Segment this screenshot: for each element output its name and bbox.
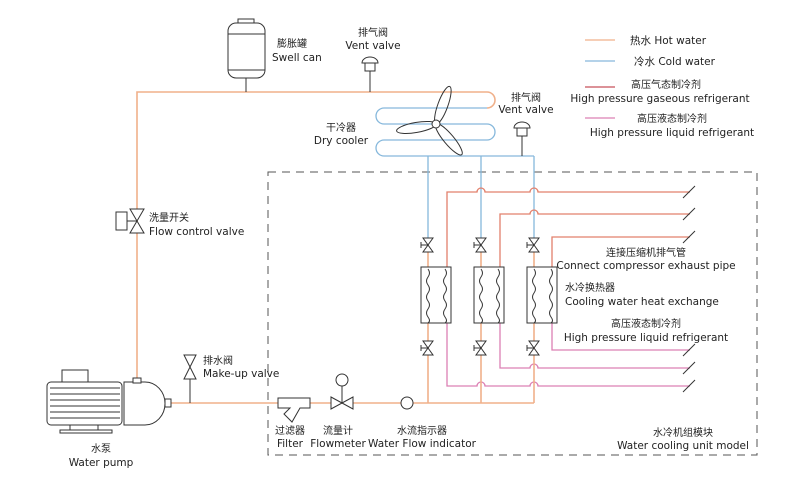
branch-valves[interactable] (420, 237, 540, 356)
unit-model-label-cn: 水冷机组模块 (653, 426, 713, 439)
legend-cold-water: 冷水 Cold water (634, 55, 716, 68)
legend-gaseous-cn: 高压气态制冷剂 (631, 78, 701, 91)
swell-can-icon (227, 18, 266, 92)
make-up-valve-icon[interactable] (183, 354, 197, 403)
flowmeter-label-en: Flowmeter (310, 438, 366, 450)
legend-liquid-en: High pressure liquid refrigerant (590, 127, 754, 139)
legend-liquid-cn: 高压液态制冷剂 (637, 112, 707, 125)
vent-valve-2-icon[interactable] (513, 121, 531, 156)
filter-label-en: Filter (277, 438, 304, 450)
flow-indicator-label-en: Water Flow indicator (368, 438, 477, 450)
filter-icon[interactable] (277, 397, 311, 423)
filter-label-cn: 过滤器 (275, 424, 305, 437)
water-pump-icon[interactable] (46, 369, 172, 434)
vent-valve-1-label-en: Vent valve (345, 40, 400, 52)
swell-can-label-en: Swell can (272, 52, 322, 64)
make-up-valve-label-en: Make-up valve (203, 368, 279, 380)
water-pump-label-cn: 水泵 (91, 443, 111, 455)
liquid-refrigerant-label-cn: 高压液态制冷剂 (611, 317, 681, 330)
heat-exchanger-3 (526, 266, 558, 324)
pipe-end-marks (682, 185, 696, 393)
flow-control-valve-label-cn: 洗量开关 (149, 211, 189, 224)
make-up-valve-label-cn: 排水阀 (203, 354, 233, 367)
flowmeter-icon[interactable] (330, 373, 354, 410)
swell-can-label-cn: 膨胀罐 (277, 37, 307, 50)
compressor-pipe-label-en: Connect compressor exhaust pipe (556, 260, 735, 272)
compressor-pipe-label-cn: 连接压缩机排气管 (606, 246, 686, 259)
legend-hot-water: 热水 Hot water (630, 34, 707, 47)
dry-cooler-coil (375, 107, 534, 157)
heat-exchange-label-en: Cooling water heat exchange (565, 296, 719, 308)
flow-control-valve-label-en: Flow control valve (149, 226, 244, 238)
flow-control-valve-icon[interactable] (115, 208, 145, 234)
liquid-refrigerant-label-en: High pressure liquid refrigerant (564, 332, 728, 344)
unit-model-label-en: Water cooling unit model (617, 440, 749, 452)
vent-valve-2-label-cn: 排气阀 (511, 91, 541, 104)
heat-exchanger-2 (473, 266, 505, 324)
flowmeter-label-cn: 流量计 (323, 424, 353, 437)
dry-cooler-label-en: Dry cooler (314, 135, 369, 147)
water-cooling-unit-boundary (267, 171, 758, 456)
dry-cooler-label-cn: 干冷器 (326, 121, 356, 134)
vent-valve-1-label-cn: 排气阀 (358, 26, 388, 39)
heat-exchange-label-cn: 水冷换热器 (565, 281, 615, 294)
flow-indicator-icon (400, 396, 414, 410)
gaseous-refrigerant-lines (446, 187, 690, 267)
flow-indicator-label-cn: 水流指示器 (397, 424, 447, 437)
legend: 热水 Hot water 冷水 Cold water 高压气态制冷剂 High … (570, 34, 754, 139)
heat-exchangers (420, 266, 558, 324)
dry-cooler-coil-hot (486, 91, 496, 109)
cold-water-branches (427, 156, 535, 240)
heat-exchanger-1 (420, 266, 452, 324)
legend-gaseous-en: High pressure gaseous refrigerant (570, 93, 749, 105)
fan-icon (396, 85, 463, 156)
water-pump-label-en: Water pump (69, 457, 134, 469)
vent-valve-1-icon[interactable] (361, 56, 379, 92)
vent-valve-2-label-en: Vent valve (498, 104, 553, 116)
